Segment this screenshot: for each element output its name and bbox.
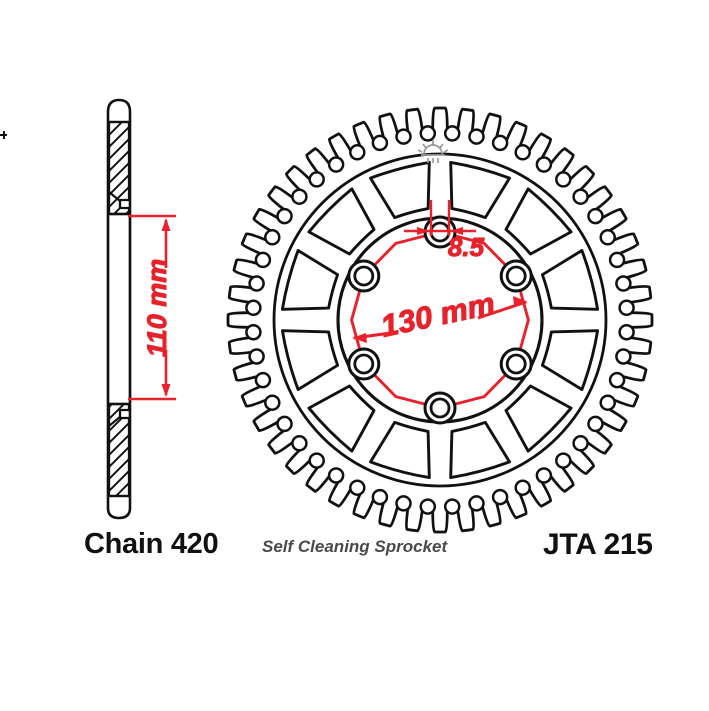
- tooth-relief-hole: [327, 156, 345, 173]
- tooth-relief-hole: [514, 144, 531, 161]
- dimension-8-5: 8.5: [404, 200, 485, 263]
- bolt-hole: [353, 353, 375, 375]
- lightening-window: [280, 249, 340, 311]
- lightening-windows: [280, 160, 600, 480]
- tooth-relief-hole: [535, 156, 553, 173]
- tooth-relief-hole: [615, 348, 632, 365]
- tooth-relief-hole: [254, 371, 272, 389]
- tooth-relief-hole: [276, 415, 293, 433]
- tooth-relief-hole: [245, 299, 262, 317]
- tooth-relief-hole: [618, 299, 635, 317]
- tooth-relief-hole: [395, 495, 412, 512]
- tooth-relief-hole: [419, 125, 437, 142]
- lightening-window: [369, 420, 431, 480]
- dimension-110mm: 110 mm: [128, 214, 176, 401]
- lightening-window: [504, 187, 573, 256]
- side-section-view: 110 mm: [106, 98, 176, 520]
- tooth-relief-hole: [468, 495, 485, 512]
- tooth-relief-hole: [587, 415, 604, 433]
- arrow-head-bottom: [161, 384, 171, 397]
- tooth-relief-hole: [599, 229, 616, 246]
- tooth-relief-hole: [555, 171, 572, 188]
- tooth-relief-hole: [572, 188, 589, 205]
- tooth-relief-hole: [349, 144, 366, 161]
- lightening-window: [307, 187, 376, 256]
- bolt-hole: [505, 265, 527, 287]
- tooth-relief-hole: [615, 275, 632, 292]
- tooth-relief-hole: [245, 323, 262, 341]
- sprocket-front-view: 130 mm 8.5: [0, 106, 654, 534]
- lightening-window: [504, 384, 573, 453]
- lightening-window: [280, 329, 340, 391]
- tooth-relief-hole: [291, 188, 308, 205]
- tooth-relief-hole: [371, 134, 389, 152]
- tooth-relief-hole: [587, 207, 604, 225]
- lightening-window: [369, 160, 431, 220]
- side-view-hatch-upper: [107, 120, 131, 216]
- tooth-relief-hole: [599, 394, 616, 411]
- bolt-hole: [429, 397, 451, 419]
- dim-8-5-arrow-left: [417, 227, 430, 235]
- tooth-relief-hole: [291, 435, 308, 452]
- tooth-relief-hole: [443, 125, 461, 142]
- lightening-window: [449, 420, 511, 480]
- tooth-relief-hole: [264, 229, 281, 246]
- tooth-relief-hole: [254, 251, 272, 269]
- arrow-head-top: [161, 218, 171, 231]
- rim-inner-circle: [272, 152, 608, 488]
- tooth-relief-hole: [491, 134, 509, 152]
- bolt-hole: [353, 265, 375, 287]
- tooth-relief-hole: [618, 323, 635, 341]
- lightening-window: [540, 329, 600, 391]
- tooth-relief-hole: [248, 275, 265, 292]
- tooth-relief-hole: [327, 467, 345, 484]
- tooth-relief-hole: [276, 207, 293, 225]
- tooth-relief-hole: [308, 452, 325, 469]
- tooth-relief-hole: [264, 394, 281, 411]
- dim-8-5-arrow-right: [450, 227, 463, 235]
- tooth-relief-hole: [555, 452, 572, 469]
- left-edge-tick: [0, 131, 7, 139]
- dimension-8-5-label: 8.5: [448, 232, 485, 262]
- tooth-relief-hole: [395, 128, 412, 145]
- tooth-relief-hole: [349, 479, 366, 496]
- tooth-relief-hole: [514, 479, 531, 496]
- lightening-window: [307, 384, 376, 453]
- tooth-relief-hole: [248, 348, 265, 365]
- bolt-hole: [505, 353, 527, 375]
- tooth-relief-hole: [608, 371, 626, 389]
- tooth-relief-hole: [572, 435, 589, 452]
- tooth-relief-hole: [443, 498, 461, 515]
- dimension-110mm-label: 110 mm: [142, 259, 172, 358]
- tooth-relief-hole: [535, 467, 553, 484]
- lightening-window: [449, 160, 511, 220]
- tooth-relief-hole: [468, 128, 485, 145]
- dim-130-arrow-right: [513, 296, 528, 306]
- side-view-hatch-lower: [107, 402, 131, 498]
- dim-130-arrow-left: [352, 333, 367, 343]
- lightening-window: [540, 249, 600, 311]
- tooth-relief-hole: [308, 171, 325, 188]
- sunburst-icon: [417, 140, 449, 163]
- tooth-relief-hole: [608, 251, 626, 269]
- tooth-relief-hole: [371, 488, 389, 506]
- tooth-relief-hole: [419, 498, 437, 515]
- tooth-relief-hole: [491, 488, 509, 506]
